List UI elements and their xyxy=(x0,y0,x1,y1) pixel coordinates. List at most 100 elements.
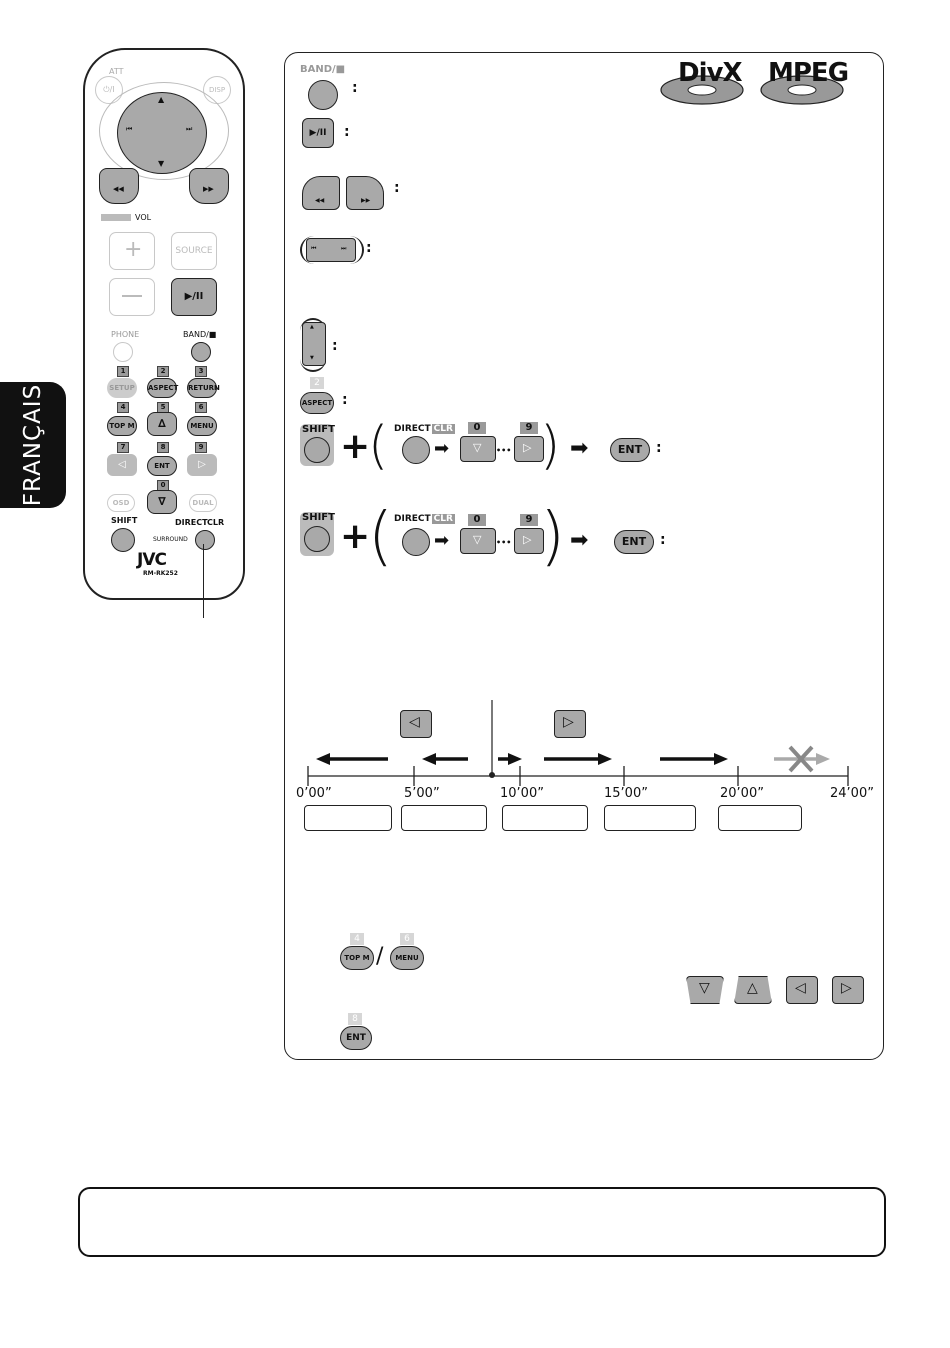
dots-label: ••• xyxy=(496,446,512,455)
down-triangle-icon: ▽ xyxy=(473,441,482,454)
mpeg-disc-hole xyxy=(787,84,817,96)
timeline-tick-label: 0’00” xyxy=(296,786,332,801)
key-num-2: 2 xyxy=(157,366,169,377)
phone-label: PHONE xyxy=(111,330,140,339)
forward-arrow-disabled-head xyxy=(816,753,830,765)
menu-button-illustration: MENU xyxy=(390,946,424,970)
jvc-logo: JVC xyxy=(137,550,167,570)
osd-button[interactable]: OSD xyxy=(107,494,135,512)
topm-button-illustration: TOP M xyxy=(340,946,374,970)
nav-up-icon: ▲ xyxy=(158,95,165,104)
forward-arrow-2-head xyxy=(598,753,612,765)
key-num-4: 4 xyxy=(117,402,129,413)
callout-line xyxy=(203,544,204,618)
rewind-icon: ◀◀ xyxy=(113,185,124,193)
key-num-3: 3 xyxy=(195,366,207,377)
divx-disc-hole xyxy=(687,84,717,96)
shift-round-button xyxy=(304,437,330,463)
timeline-segment-box xyxy=(401,805,487,831)
right-triangle-icon: ▷ xyxy=(523,441,532,454)
nav-pad[interactable]: ▲ ▼ ⏮ ⏭ xyxy=(117,92,207,174)
right-key-illustration: ▷ xyxy=(514,436,544,462)
aspect-num: 2 xyxy=(310,377,324,389)
colon-mark: : xyxy=(342,392,348,408)
band-stop-button[interactable] xyxy=(191,342,211,362)
up-key-illustration: △ xyxy=(734,976,772,1004)
vol-down-button[interactable] xyxy=(109,278,155,316)
play-pause-button[interactable]: ▶/II xyxy=(171,278,217,316)
timeline-tick-label: 20’00” xyxy=(720,786,764,801)
rewind-icon: ◀◀ xyxy=(315,197,325,204)
instructions-frame xyxy=(284,52,884,1060)
surround-label: SURROUND xyxy=(153,536,188,543)
shift-label: SHIFT xyxy=(111,516,138,525)
band-stop-label: BAND/■ xyxy=(300,64,346,75)
fast-forward-icon: ▶▶ xyxy=(361,197,371,204)
phone-button[interactable] xyxy=(113,342,133,362)
left-key-illustration: ◁ xyxy=(786,976,818,1004)
shift-label: SHIFT xyxy=(302,424,335,435)
shift-button[interactable] xyxy=(111,528,135,552)
open-paren-icon: ( xyxy=(368,500,393,574)
rewind-button[interactable]: ◀◀ xyxy=(99,168,139,204)
shift-round-button xyxy=(304,526,330,552)
down-button[interactable]: ∇ xyxy=(147,490,177,514)
source-button[interactable]: SOURCE xyxy=(171,232,217,270)
slash-separator: / xyxy=(376,944,384,969)
nav-ring xyxy=(99,82,229,180)
colon-mark: : xyxy=(394,180,400,196)
ent-button-illustration-1: ENT xyxy=(610,438,650,462)
direct-button-illustration xyxy=(402,436,430,464)
return-button[interactable]: RETURN xyxy=(187,378,220,398)
close-paren-icon: ) xyxy=(540,500,565,574)
colon-mark: : xyxy=(352,80,358,96)
left-button[interactable]: ◁ xyxy=(107,454,137,476)
down-arrow-icon: ▼ xyxy=(310,355,314,361)
updown-button-illustration: ▲ ▼ xyxy=(302,322,326,366)
plus-icon: + xyxy=(340,516,371,557)
top-menu-button[interactable]: TOP M xyxy=(107,416,137,436)
colon-mark: : xyxy=(656,440,662,456)
timeline-tick-label: 15’00” xyxy=(604,786,648,801)
right-key-illustration: ▷ xyxy=(832,976,864,1004)
up-button[interactable]: ∆ xyxy=(147,412,177,436)
left-key-illustration: ◁ xyxy=(400,710,432,738)
ent-button-illustration-3: ENT xyxy=(340,1026,372,1050)
shift-key-illustration-1: SHIFT xyxy=(300,424,335,466)
band-stop-button-illustration xyxy=(308,80,338,110)
fast-forward-button[interactable]: ▶▶ xyxy=(189,168,229,204)
language-tab: FRANÇAIS xyxy=(0,382,66,508)
att-label: ATT xyxy=(109,67,124,76)
direct-clr-button[interactable] xyxy=(195,530,215,550)
rewind-arrow-1-head xyxy=(316,753,330,765)
play-pause-button-illustration: ▶/II xyxy=(302,118,334,148)
menu-button[interactable]: MENU xyxy=(187,416,217,436)
menu-num: 6 xyxy=(400,933,414,945)
fast-forward-button-illustration: ▶▶ xyxy=(346,176,384,210)
colon-mark: : xyxy=(366,240,372,256)
model-label: RM-RK252 xyxy=(143,570,178,577)
colon-mark: : xyxy=(344,124,350,140)
aspect-button[interactable]: ASPECT xyxy=(147,378,178,398)
setup-button[interactable]: SETUP xyxy=(107,378,137,398)
down-key-illustration: ▽ xyxy=(460,528,496,554)
right-key-illustration: ▷ xyxy=(554,710,586,738)
key-num-7: 7 xyxy=(117,442,129,453)
num-9-label: 9 xyxy=(520,422,538,434)
divx-label: DivX xyxy=(678,58,742,88)
dual-button[interactable]: DUAL xyxy=(189,494,217,512)
vol-up-button[interactable]: + xyxy=(109,232,155,270)
power-button[interactable]: ⏻/I xyxy=(95,76,123,104)
fast-forward-icon: ▶▶ xyxy=(203,185,214,193)
forward-arrow-3-head xyxy=(714,753,728,765)
right-key-illustration: ▷ xyxy=(514,528,544,554)
down-triangle-icon: ▽ xyxy=(473,533,482,546)
right-triangle-icon: ▷ xyxy=(841,980,852,996)
enter-button[interactable]: ENT xyxy=(147,456,177,476)
left-triangle-icon: ◁ xyxy=(795,980,806,996)
timeline-segment-box xyxy=(502,805,588,831)
right-button[interactable]: ▷ xyxy=(187,454,217,476)
nav-prev-icon: ⏮ xyxy=(126,125,133,133)
